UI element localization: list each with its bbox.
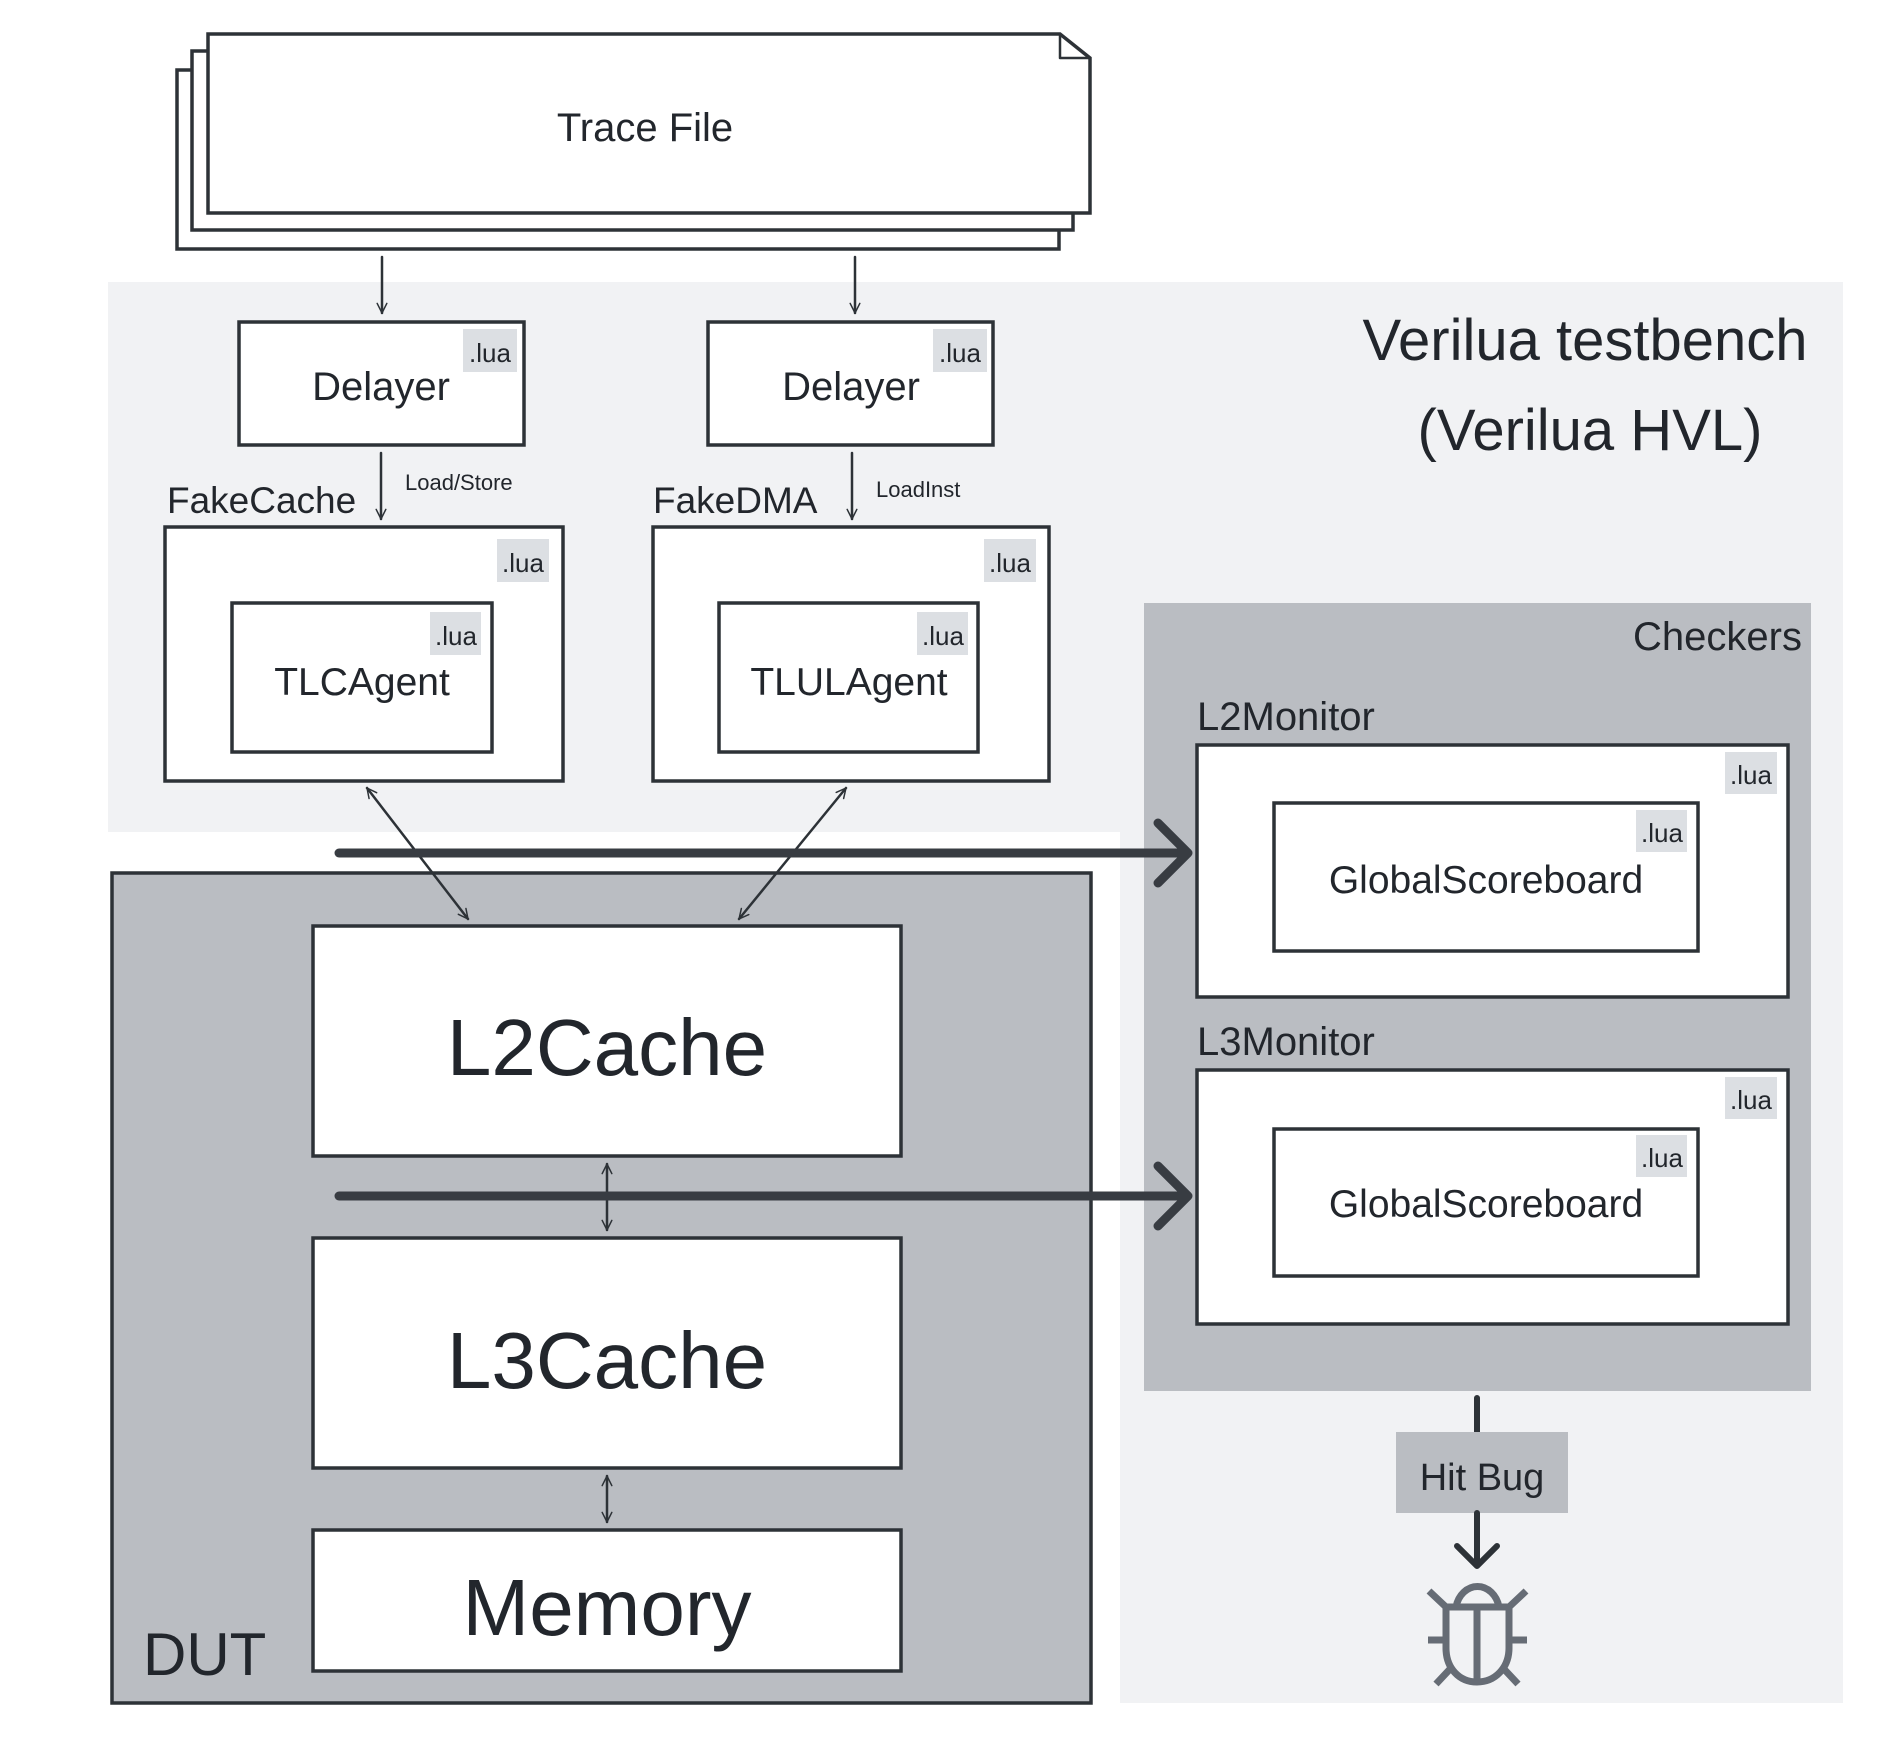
edge-label-loadinst: LoadInst [876, 477, 960, 502]
l2cache-box [311, 924, 903, 1158]
lua-badge [933, 329, 987, 372]
fakedma-label: FakeDMA [653, 480, 818, 521]
fakecache-label: FakeCache [167, 480, 356, 521]
lua-badge-text: .lua [435, 621, 477, 651]
monitor-arrow-l2 [334, 818, 1193, 888]
lua-badge [1636, 1135, 1687, 1177]
arrow-head-icon [1454, 1543, 1500, 1569]
global-scoreboard-l2[interactable]: .lua GlobalScoreboard [1272, 801, 1700, 953]
lua-badge-text: .lua [1730, 760, 1772, 790]
monitor-arrow-l3 [334, 1161, 1193, 1231]
l2monitor-label: L2Monitor [1197, 695, 1375, 739]
l3cache[interactable]: L3Cache [311, 1236, 903, 1470]
lua-badge [917, 612, 968, 655]
testbench-title: Verilua testbench [1363, 308, 1808, 373]
lua-badge [1636, 810, 1687, 852]
delayer-right[interactable]: .lua Delayer [706, 320, 995, 447]
memory[interactable]: Memory [311, 1528, 903, 1673]
tlcagent-label: TLCAgent [274, 661, 450, 704]
lua-badge-text: .lua [502, 548, 544, 578]
l2cache[interactable]: L2Cache [311, 924, 903, 1158]
lua-badge-text: .lua [1641, 1143, 1683, 1173]
scoreboard-box [1272, 801, 1700, 953]
tlulagent-label: TLULAgent [750, 661, 947, 704]
global-scoreboard-l3[interactable]: .lua GlobalScoreboard [1272, 1127, 1700, 1278]
l3monitor[interactable]: .lua .lua GlobalScoreboard [1195, 1068, 1790, 1326]
page-fold-icon [1058, 32, 1092, 60]
scoreboard-box [1272, 1127, 1700, 1278]
trace-file[interactable]: Trace File [175, 32, 1092, 251]
memory-label: Memory [463, 1563, 752, 1652]
bug-icon [1426, 1583, 1529, 1687]
lua-badge [1725, 1077, 1777, 1119]
l3cache-box [311, 1236, 903, 1470]
hit-bug-label: Hit Bug [1420, 1457, 1545, 1499]
delayer-right-label: Delayer [782, 365, 920, 409]
delayer-left-label: Delayer [312, 365, 450, 409]
memory-box [311, 1528, 903, 1673]
hit-bug-box [1396, 1432, 1568, 1513]
l2cache-label: L2Cache [447, 1003, 767, 1092]
lua-badge [497, 539, 549, 582]
trace-file-label: Trace File [557, 106, 733, 150]
hit-bug-badge: Hit Bug [1396, 1432, 1568, 1513]
tlulagent[interactable]: .lua TLULAgent [717, 601, 980, 754]
arrow-head-icon [1153, 1161, 1193, 1231]
dut-label: DUT [143, 1621, 266, 1688]
lua-badge-text: .lua [922, 621, 964, 651]
delayer-left[interactable]: .lua Delayer [237, 320, 526, 447]
l3cache-label: L3Cache [447, 1316, 767, 1405]
trace-file-page-front [206, 32, 1092, 215]
lua-badge-text: .lua [469, 338, 511, 368]
edge-label-load-store: Load/Store [405, 470, 513, 495]
lua-badge [430, 612, 481, 655]
fakecache[interactable]: .lua .lua TLCAgent [163, 525, 565, 783]
scoreboard-label: GlobalScoreboard [1329, 859, 1643, 902]
scoreboard-label: GlobalScoreboard [1329, 1183, 1643, 1226]
checkers-label: Checkers [1633, 615, 1802, 659]
lua-badge [463, 329, 517, 372]
lua-badge [1725, 752, 1777, 794]
lua-badge-text: .lua [989, 548, 1031, 578]
fakedma[interactable]: .lua .lua TLULAgent [651, 525, 1051, 783]
arrow-head-icon [1153, 818, 1193, 888]
lua-badge-text: .lua [939, 338, 981, 368]
l2monitor[interactable]: .lua .lua GlobalScoreboard [1195, 743, 1790, 999]
lua-badge-text: .lua [1641, 818, 1683, 848]
testbench-subtitle: (Verilua HVL) [1418, 398, 1763, 463]
tlcagent[interactable]: .lua TLCAgent [230, 601, 494, 754]
l3monitor-label: L3Monitor [1197, 1020, 1375, 1064]
lua-badge-text: .lua [1730, 1085, 1772, 1115]
lua-badge [984, 539, 1036, 582]
